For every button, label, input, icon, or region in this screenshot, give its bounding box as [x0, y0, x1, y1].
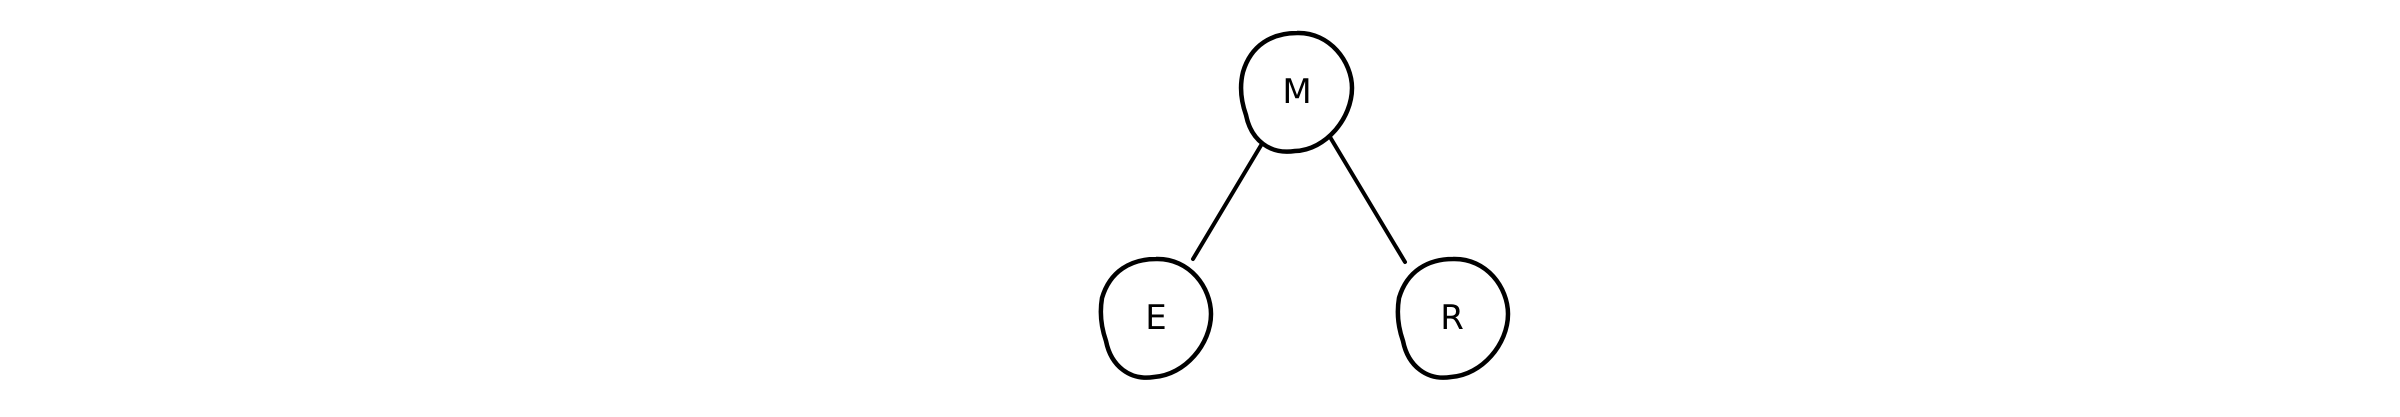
node-m: M [1238, 30, 1355, 154]
node-e-label: E [1145, 298, 1166, 338]
node-r: R [1395, 256, 1511, 380]
node-e: E [1098, 256, 1214, 380]
edge-m-e [1191, 140, 1265, 261]
edge-m-r [1328, 135, 1407, 264]
node-r-label: R [1440, 298, 1464, 338]
node-m-label: M [1282, 72, 1311, 112]
